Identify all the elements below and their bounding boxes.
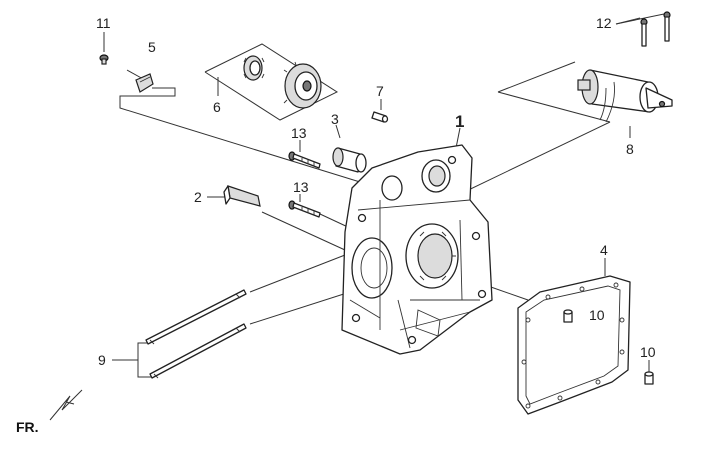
crankcase-part-1 <box>341 144 493 355</box>
bolt-part-13-upper <box>288 151 321 169</box>
callout-5: 5 <box>148 39 156 55</box>
callouts: 11 5 6 7 3 1 13 13 2 12 8 4 10 10 9 <box>96 15 656 368</box>
front-direction-arrow: FR. <box>16 389 83 435</box>
callout-4: 4 <box>600 242 608 258</box>
gasket-part-4 <box>517 275 631 415</box>
clip-part-5 <box>135 73 154 93</box>
callout-12: 12 <box>596 15 612 31</box>
callout-13-lower: 13 <box>293 179 309 195</box>
dowel-part-10-upper <box>563 309 573 323</box>
direction-label: FR. <box>16 419 39 435</box>
callout-8: 8 <box>626 141 634 157</box>
callout-7: 7 <box>376 83 384 99</box>
callout-6: 6 <box>213 99 221 115</box>
starter-motor-part-8 <box>577 69 673 123</box>
bolt-part-13-lower <box>288 200 321 218</box>
gear-part-6 <box>243 55 322 109</box>
leader-lines <box>103 13 665 378</box>
screw-part-11 <box>99 54 109 65</box>
callout-1: 1 <box>455 112 464 131</box>
stud-part-9 <box>145 289 247 379</box>
callout-13-upper: 13 <box>291 125 307 141</box>
bracket-part-2 <box>223 185 261 207</box>
bushing-part-3 <box>332 147 367 173</box>
callout-3: 3 <box>331 111 339 127</box>
callout-2: 2 <box>194 189 202 205</box>
bolt-part-12 <box>640 11 671 47</box>
callout-10-lower: 10 <box>640 344 656 360</box>
callout-11: 11 <box>96 15 111 31</box>
dowel-part-10-lower <box>644 371 654 385</box>
callout-10-upper: 10 <box>589 307 605 323</box>
pin-part-7 <box>371 111 389 123</box>
callout-9: 9 <box>98 352 106 368</box>
